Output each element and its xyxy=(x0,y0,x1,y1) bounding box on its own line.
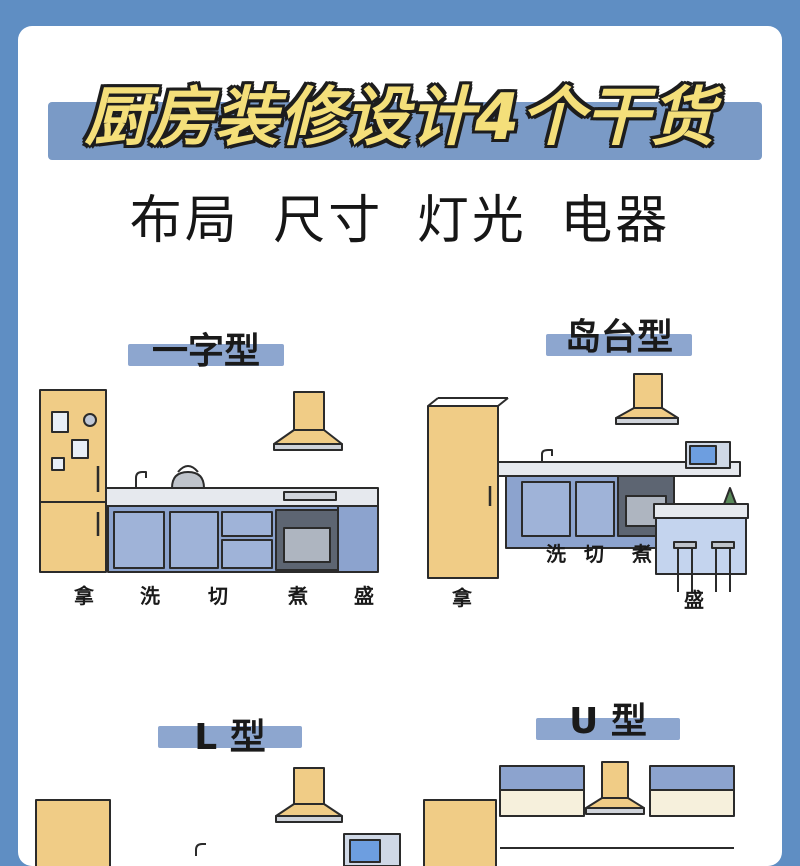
plant-icon xyxy=(723,487,737,505)
station-label-serve: 盛 xyxy=(684,588,704,612)
station-label-take: 拿 xyxy=(74,584,94,608)
range-hood-icon xyxy=(615,373,679,425)
page-subtitle: 布局 尺寸 灯光 电器 xyxy=(129,191,671,251)
kettle-icon xyxy=(171,465,205,489)
station-label-cook: 煮 xyxy=(632,542,652,566)
station-label-cook: 煮 xyxy=(288,584,308,608)
layout-label-straight: 一字型 xyxy=(128,322,284,372)
station-label-wash: 洗 xyxy=(546,542,566,566)
sink-icon xyxy=(195,843,206,856)
range-hood-icon xyxy=(275,767,343,823)
refrigerator-icon xyxy=(35,799,111,866)
sink-icon xyxy=(135,471,147,488)
title-highlight-bar xyxy=(48,102,762,160)
station-label-cut: 切 xyxy=(584,542,604,566)
station-label-wash: 洗 xyxy=(140,584,160,608)
countertop xyxy=(105,487,379,507)
refrigerator-icon xyxy=(423,799,497,866)
station-label-take: 拿 xyxy=(452,586,472,610)
poster-card: 厨房装修设计4个干货 布局 尺寸 灯光 电器 一字型 岛台型 L 型 U 型 xyxy=(18,26,782,866)
station-label-cut: 切 xyxy=(208,584,228,608)
layout-label-l: L 型 xyxy=(158,708,302,758)
range-hood-icon xyxy=(273,391,343,451)
refrigerator-icon xyxy=(39,389,107,573)
range-hood-icon xyxy=(585,761,645,815)
wall-cabinets xyxy=(499,765,735,817)
layout-label-u: U 型 xyxy=(536,692,680,742)
bar-stool-icon xyxy=(673,541,735,592)
layout-label-island: 岛台型 xyxy=(546,308,692,358)
station-label-serve: 盛 xyxy=(354,584,374,608)
stove-icon xyxy=(283,491,337,501)
page-title: 厨房装修设计4个干货 xyxy=(84,81,716,155)
refrigerator-icon xyxy=(427,405,499,579)
kitchen-illustrations xyxy=(35,373,749,866)
kitchen-island xyxy=(653,503,749,575)
sink-icon xyxy=(541,449,553,462)
